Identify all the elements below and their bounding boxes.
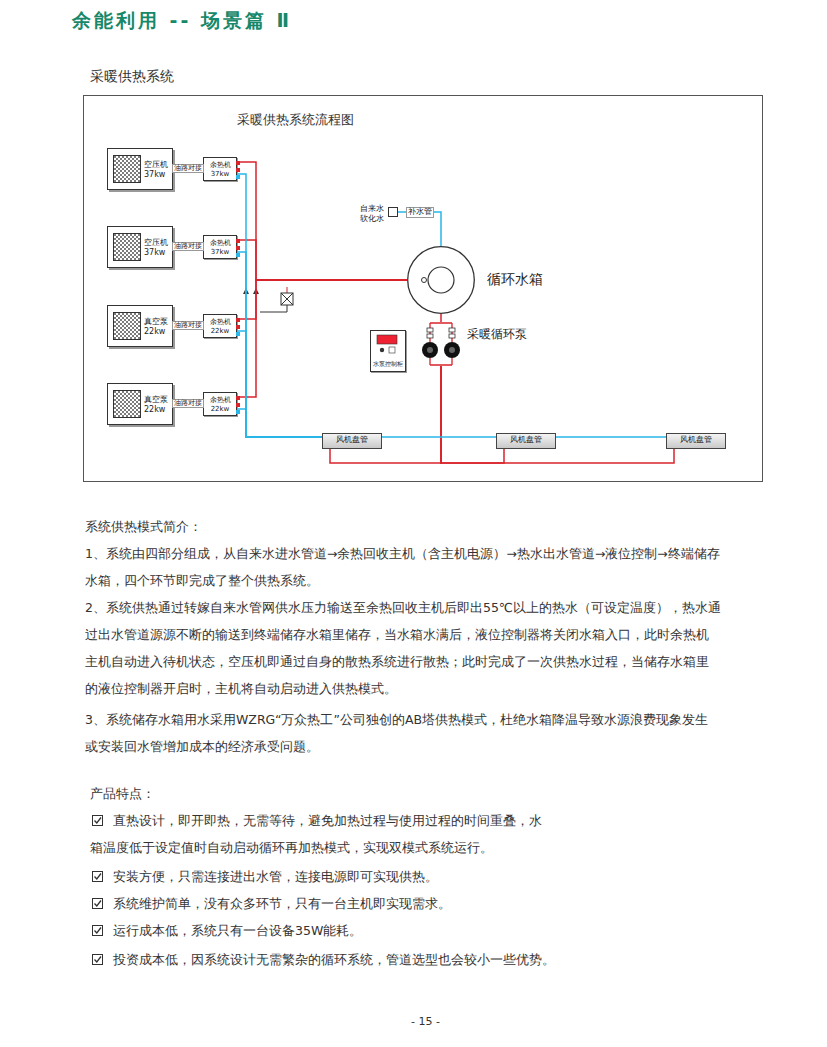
edge-label: 油路对接	[172, 242, 204, 251]
machine-icon	[113, 155, 141, 183]
heat-recovery-box: 余热机 37kw	[203, 157, 237, 181]
feature-item: 系统维护简单，没有众多环节，只有一台主机即实现需求。	[90, 890, 726, 917]
pipe-port	[236, 325, 240, 329]
pipe-connector	[237, 162, 407, 280]
node-label: 水泵控制柜	[371, 361, 405, 368]
edge-label: 油路对接	[172, 399, 204, 408]
feature-item: 直热设计，即开即热，无需等待，避免加热过程与使用过程的时间重叠，水箱温度低于设定…	[90, 807, 548, 861]
machine-box: 真空泵 22kw	[107, 383, 173, 425]
node-label: 采暖循环泵	[467, 326, 527, 343]
checkbox-icon	[92, 815, 104, 827]
machine-box: 空压机 37kw	[107, 148, 173, 190]
edge-label: 油路对接	[172, 321, 204, 330]
machine-icon	[113, 312, 141, 340]
subheading: 产品特点：	[90, 780, 155, 807]
pipe-port	[236, 168, 240, 172]
checkbox-icon	[92, 898, 104, 910]
pipe-connector	[237, 280, 407, 319]
paragraph: 3、系统储存水箱用水采用WZRG“万众热工”公司独创的AB塔供热模式，杜绝水箱降…	[85, 706, 721, 760]
checkbox-icon	[92, 871, 104, 883]
pipe-port	[236, 410, 240, 414]
edge-label: 补水管	[406, 207, 434, 218]
paragraph: 2、系统供热通过转嫁自来水管网供水压力输送至余热回收主机后即出55℃以上的热水（…	[85, 594, 721, 702]
feature-item: 安装方便，只需连接进出水管，连接电源即可实现供热。	[90, 863, 726, 890]
pipe-port	[236, 403, 240, 407]
pipe-connector	[237, 252, 322, 437]
heat-recovery-box: 余热机 37kw	[203, 235, 237, 259]
pipe-connector	[237, 331, 322, 437]
node-label: 余热机 22kw	[204, 318, 236, 336]
water-tank: 循环水箱	[407, 246, 475, 314]
pipe-port	[236, 396, 240, 400]
node-label: 真空泵 22kw	[144, 317, 170, 337]
diagram-frame	[84, 96, 763, 482]
node-label: 真空泵 22kw	[144, 395, 170, 415]
fan-coil: 风机盘管	[496, 433, 556, 449]
pipe-port	[236, 161, 240, 165]
pipe-connector	[440, 314, 442, 322]
pipe-connector	[237, 240, 407, 280]
tank-outline	[407, 246, 475, 314]
pipe-port	[236, 318, 240, 322]
machine-box: 空压机 37kw	[107, 226, 173, 268]
circulation-pump: 采暖循环泵	[419, 322, 463, 366]
pipe-port	[236, 253, 240, 257]
node-label: 余热机 22kw	[204, 396, 236, 414]
page-heading: 余能利用 -- 场景篇 Ⅱ	[72, 8, 292, 34]
feature-item: 投资成本低，因系统设计无需繁杂的循环系统，管道选型也会较小一些优势。	[90, 946, 726, 973]
heat-recovery-box: 余热机 22kw	[203, 314, 237, 338]
subheading: 系统供热模式简介：	[85, 513, 202, 540]
paragraph: 1、系统由四部分组成，从自来水进水管道→余热回收主机（含主机电源）→热水出水管道…	[85, 540, 721, 594]
node-label: 风机盘管	[323, 434, 381, 446]
feature-item: 运行成本低，系统只有一台设备35W能耗。	[90, 917, 726, 944]
node-label: 风机盘管	[497, 434, 555, 446]
pipe-connector	[441, 366, 674, 463]
machine-icon	[113, 233, 141, 261]
cabinet-panel	[371, 331, 403, 357]
node-label: 空压机 37kw	[144, 160, 170, 180]
pipe-connector	[441, 366, 504, 463]
machine-box: 真空泵 22kw	[107, 305, 173, 347]
pipe-port	[236, 332, 240, 336]
machine-icon	[113, 390, 141, 418]
pipe-port	[236, 239, 240, 243]
diagram-title: 采暖供热系统流程图	[237, 106, 354, 133]
pipe-port	[236, 175, 240, 179]
heat-recovery-box: 余热机 22kw	[203, 392, 237, 416]
section-title: 采暖供热系统	[90, 63, 174, 90]
water-inlet: 自来水 软化水	[388, 207, 398, 217]
fan-coil: 风机盘管	[322, 433, 382, 449]
pipe-port	[236, 246, 240, 250]
pipe-connector	[237, 409, 322, 437]
checkbox-icon	[92, 954, 104, 966]
node-label: 自来水 软化水	[356, 204, 384, 224]
checkbox-icon	[92, 925, 104, 937]
fan-coil: 风机盘管	[666, 433, 726, 449]
control-cabinet: 水泵控制柜	[370, 330, 406, 372]
node-label: 风机盘管	[667, 434, 725, 446]
pipe-connector	[382, 436, 496, 438]
pump-symbols	[419, 322, 463, 366]
valve-symbol	[260, 287, 293, 312]
node-label: 余热机 37kw	[204, 239, 236, 257]
node-label: 空压机 37kw	[144, 238, 170, 258]
node-label: 余热机 37kw	[204, 161, 236, 179]
pipe-connector	[237, 280, 407, 397]
pipe-connector	[237, 174, 322, 437]
edge-label: 油路对接	[172, 164, 204, 173]
page-number: - 15 -	[411, 1008, 440, 1035]
pipe-connector	[556, 436, 666, 438]
node-label: 循环水箱	[487, 271, 543, 289]
